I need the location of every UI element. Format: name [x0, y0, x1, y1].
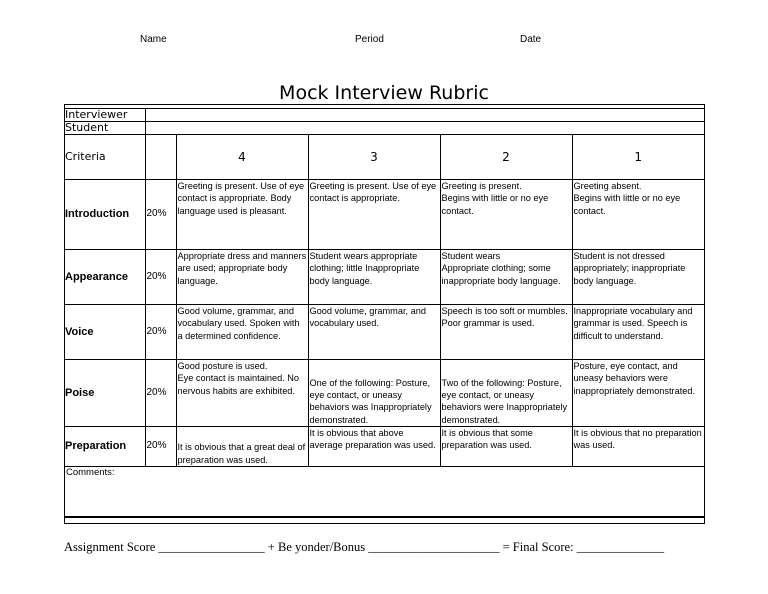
descriptor-cell: It is obvious that some preparation was …: [439, 426, 573, 467]
descriptor-cell: Student wears Appropriate clothing; some…: [439, 249, 573, 305]
student-field[interactable]: [144, 121, 704, 135]
criterion-preparation: Preparation: [65, 426, 146, 467]
weight-preparation: 20%: [144, 426, 177, 467]
page-title: Mock Interview Rubric: [279, 82, 489, 104]
name-label: Name: [140, 34, 167, 45]
score-header-3: 3: [307, 134, 441, 180]
descriptor-cell: Greeting is present. Use of eye contact …: [175, 179, 309, 250]
comments-box[interactable]: Comments:: [65, 466, 704, 517]
criterion-appearance: Appearance: [65, 249, 146, 305]
descriptor-cell: It is obvious that a great deal of prepa…: [175, 426, 309, 467]
rubric-row-preparation: Preparation 20% It is obvious that a gre…: [65, 426, 704, 467]
weight-header: [144, 134, 177, 180]
interviewer-row: Interviewer: [65, 109, 704, 122]
score-header-4: 4: [175, 134, 309, 180]
rubric-row-appearance: Appearance 20% Appropriate dress and man…: [65, 249, 704, 305]
comments-row: Comments:: [65, 466, 704, 517]
weight-introduction: 20%: [144, 179, 177, 250]
period-label: Period: [355, 34, 384, 45]
date-label: Date: [520, 34, 542, 45]
descriptor-cell: Inappropriate vocabulary and grammar is …: [571, 304, 704, 360]
descriptor-cell: Greeting absent. Begins with little or n…: [571, 179, 704, 250]
descriptor-cell: Student is not dressed appropriately; in…: [571, 249, 704, 305]
descriptor-cell: Good volume, grammar, and vocabulary use…: [175, 304, 309, 360]
descriptor-cell: Two of the following: Posture, eye conta…: [439, 359, 573, 427]
weight-appearance: 20%: [144, 249, 177, 305]
descriptor-cell: Appropriate dress and manners are used; …: [175, 249, 309, 305]
rubric-row-introduction: Introduction 20% Greeting is present. Us…: [65, 179, 704, 250]
descriptor-cell: Greeting is present. Use of eye contact …: [307, 179, 441, 250]
descriptor-cell: Student wears appropriate clothing; litt…: [307, 249, 441, 305]
score-header-2: 2: [439, 134, 573, 180]
comments-label: Comments:: [66, 467, 115, 479]
score-header-1: 1: [571, 134, 704, 180]
descriptor-cell: It is obvious that no preparation was us…: [571, 426, 704, 467]
descriptor-cell: Good posture is used. Eye contact is mai…: [175, 359, 309, 427]
descriptor-cell: Posture, eye contact, and uneasy behavio…: [571, 359, 704, 427]
criteria-label: Criteria: [65, 134, 146, 180]
criterion-poise: Poise: [65, 359, 146, 427]
weight-voice: 20%: [144, 304, 177, 360]
criteria-header-row: Criteria 4 3 2 1: [65, 134, 704, 180]
rubric-table: Interviewer Student Criteria 4 3 2 1 Int…: [65, 109, 704, 517]
descriptor-cell: It is obvious that above average prepara…: [307, 426, 441, 467]
criterion-introduction: Introduction: [65, 179, 146, 250]
descriptor-cell: Good volume, grammar, and vocabulary use…: [307, 304, 441, 360]
descriptor-cell: One of the following: Posture, eye conta…: [307, 359, 441, 427]
rubric-row-voice: Voice 20% Good volume, grammar, and voca…: [65, 304, 704, 360]
descriptor-cell: Speech is too soft or mumbles. Poor gram…: [439, 304, 573, 360]
rubric-row-poise: Poise 20% Good posture is used. Eye cont…: [65, 359, 704, 427]
descriptor-cell: Greeting is present. Begins with little …: [439, 179, 573, 250]
score-line: Assignment Score _________________ + Be …: [64, 540, 665, 554]
rubric-sheet: Interviewer Student Criteria 4 3 2 1 Int…: [64, 104, 705, 524]
criterion-voice: Voice: [65, 304, 146, 360]
interviewer-label: Interviewer: [65, 109, 146, 122]
interviewer-field[interactable]: [144, 109, 704, 122]
student-label: Student: [65, 121, 146, 135]
weight-poise: 20%: [144, 359, 177, 427]
student-row: Student: [65, 121, 704, 135]
